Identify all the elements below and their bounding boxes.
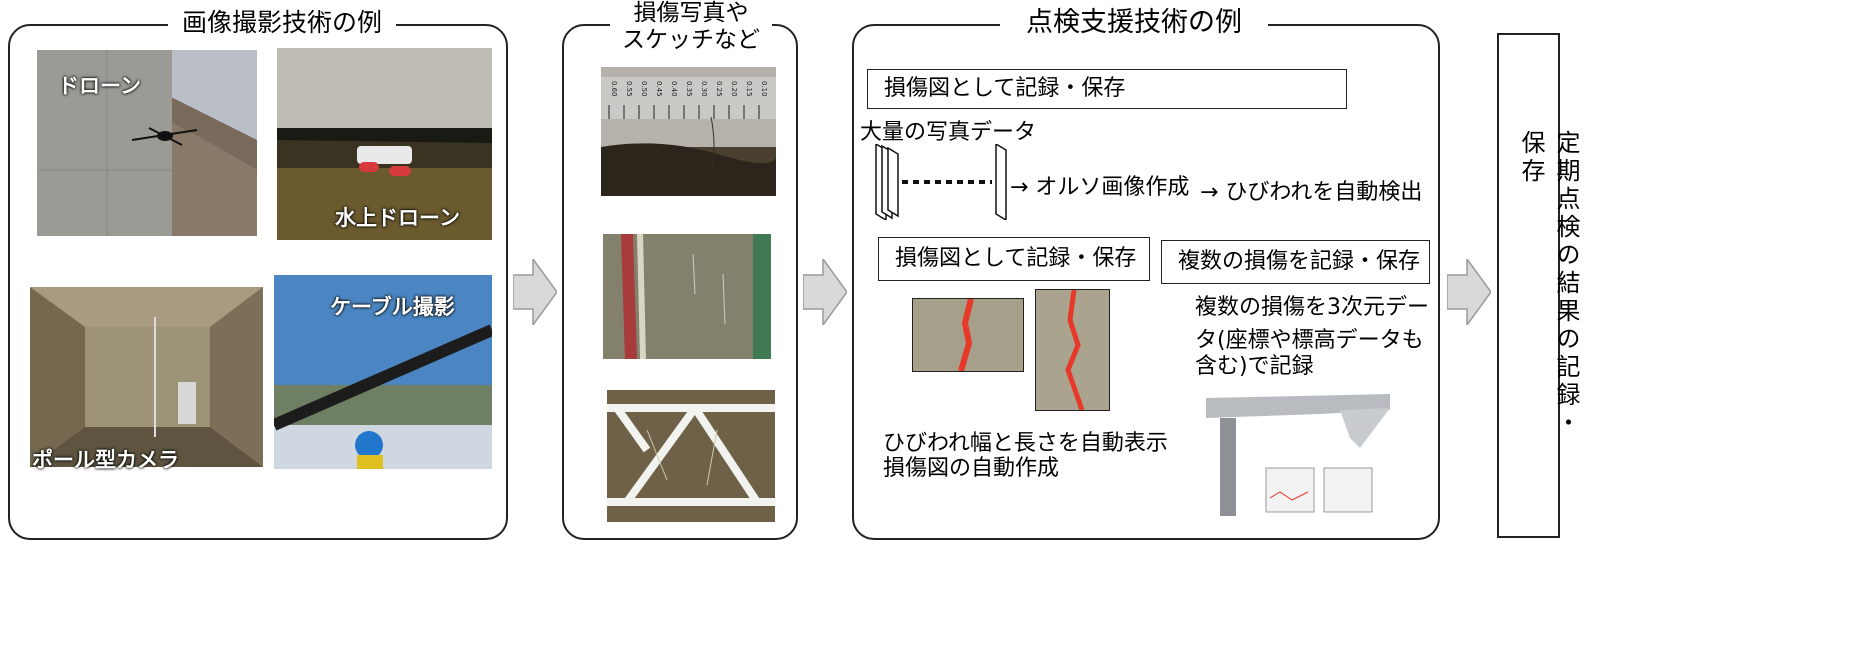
- record-mid-box: 損傷図として記録・保存: [878, 237, 1150, 281]
- photos-title-line2: スケッチなど: [622, 27, 760, 53]
- result-title: 定期点検の結果の記録・保存: [1517, 130, 1580, 438]
- flow-arrow-3: [1447, 259, 1491, 325]
- crack-map-photo-2: [1035, 289, 1110, 411]
- photos-panel-title: 損傷写真や スケッチなど: [610, 0, 772, 54]
- drone-label: ドローン: [58, 74, 141, 98]
- crack-scale-photo: 0.60 0.55 0.50 0.45 0.40 0.35 0.30 0.25 0.20 0.15…: [601, 67, 776, 196]
- record-top-box: 損傷図として記録・保存: [867, 69, 1347, 109]
- ruler-tick-label: 0.10: [760, 81, 768, 97]
- ruler-tick-label: 0.35: [685, 81, 693, 97]
- crack-detect-label: → ひびわれを自動検出: [1200, 180, 1423, 205]
- water-drone-photo: [277, 48, 492, 240]
- flow-arrow-1: [513, 259, 557, 325]
- inspection-panel-title: 点検支援技術の例: [1000, 8, 1268, 38]
- imaging-panel-title: 画像撮影技術の例: [168, 8, 397, 38]
- crack-map-photo-1: [912, 298, 1024, 372]
- ortho-label: → オルソ画像作成: [1010, 175, 1190, 200]
- pole-camera-photo: [30, 287, 263, 467]
- ruler-tick-label: 0.40: [670, 81, 678, 97]
- ruler-tick-label: 0.30: [700, 81, 708, 97]
- photos-title-line1: 損傷写真や: [633, 0, 749, 26]
- crack-desc-2: 損傷図の自動作成: [883, 456, 1060, 481]
- ruler-tick-label: 0.45: [655, 81, 663, 97]
- water-drone-label: 水上ドローン: [335, 206, 460, 230]
- truss-photo: [607, 390, 775, 522]
- photo-stack-diagram: [872, 142, 1022, 222]
- bulk-photos-label: 大量の写真データ: [860, 120, 1037, 145]
- ruler-tick-label: 0.60: [610, 81, 618, 97]
- multi-desc-1: 複数の損傷を3次元デー: [1195, 295, 1429, 320]
- pole-camera-label: ポール型カメラ: [32, 448, 179, 472]
- ruler-tick-label: 0.15: [745, 81, 753, 97]
- cable-label: ケーブル撮影: [330, 295, 455, 319]
- crack-desc-1: ひびわれ幅と長さを自動表示: [883, 431, 1168, 456]
- drone-photo: [37, 50, 257, 236]
- ruler-tick-label: 0.20: [730, 81, 738, 97]
- flow-arrow-2: [803, 259, 847, 325]
- record-multi-box: 複数の損傷を記録・保存: [1161, 240, 1430, 284]
- crack-line-photo: [603, 234, 771, 359]
- multi-desc-2: タ(座標や標高データも: [1195, 328, 1424, 353]
- ruler-tick-label: 0.50: [640, 81, 648, 97]
- bridge-3d-model: [1200, 388, 1390, 516]
- multi-desc-3: 含む)で記録: [1195, 354, 1314, 379]
- ruler-tick-label: 0.55: [625, 81, 633, 97]
- cable-photo: [274, 275, 492, 469]
- result-box: [1497, 33, 1560, 538]
- ruler-tick-label: 0.25: [715, 81, 723, 97]
